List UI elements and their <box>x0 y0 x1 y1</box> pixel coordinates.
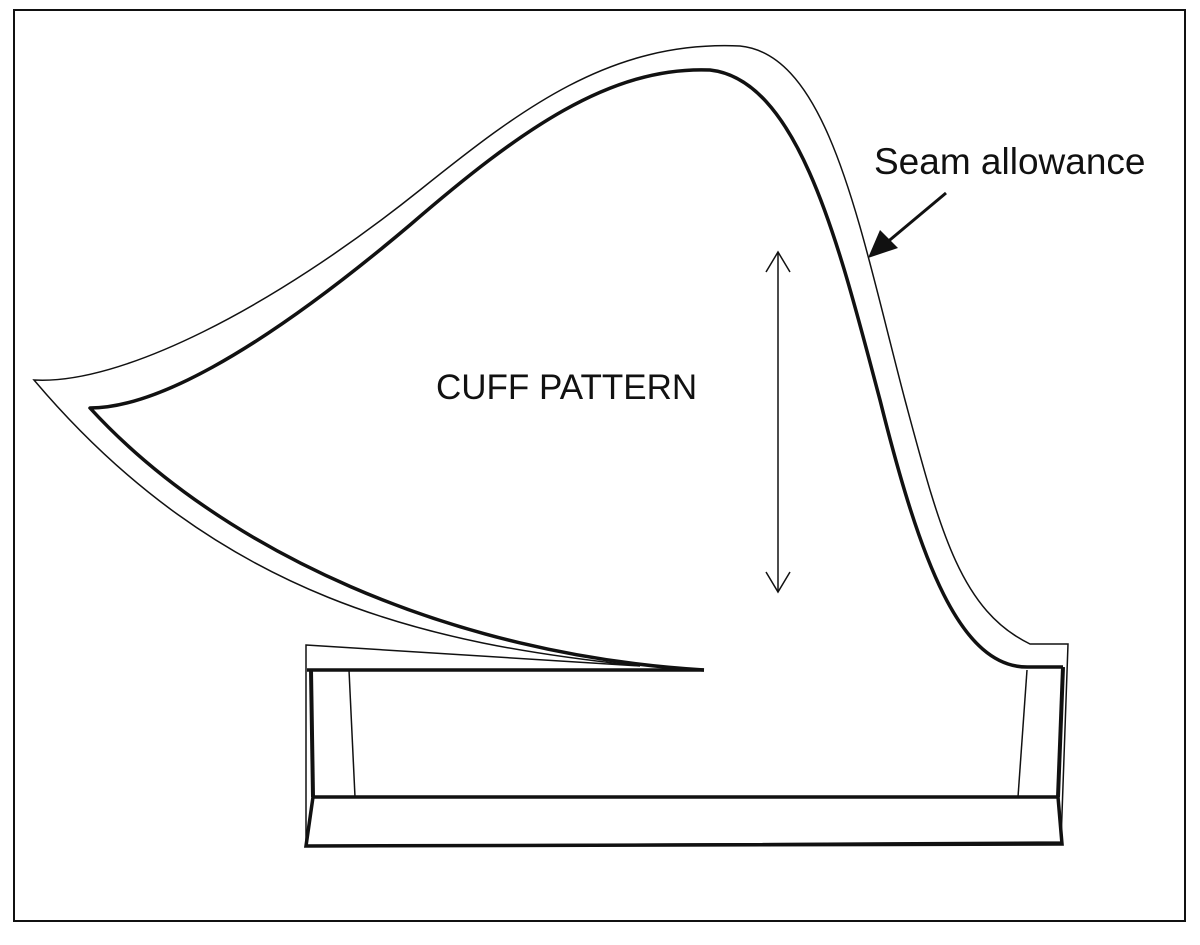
seam-allowance-pointer <box>868 191 947 258</box>
band-right-side <box>1056 666 1065 798</box>
diagram-title: CUFF PATTERN <box>436 368 697 407</box>
seam-allowance-outline <box>32 44 1069 847</box>
pattern-stitch-line <box>88 68 1063 672</box>
diagram-frame <box>13 9 1186 922</box>
grainline-arrow <box>765 250 791 594</box>
band-left-inner <box>348 669 356 798</box>
band-left-side <box>309 669 315 798</box>
hem-strip <box>303 796 1064 848</box>
band-right-inner <box>1017 669 1028 798</box>
seam-allowance-label: Seam allowance <box>874 141 1145 182</box>
